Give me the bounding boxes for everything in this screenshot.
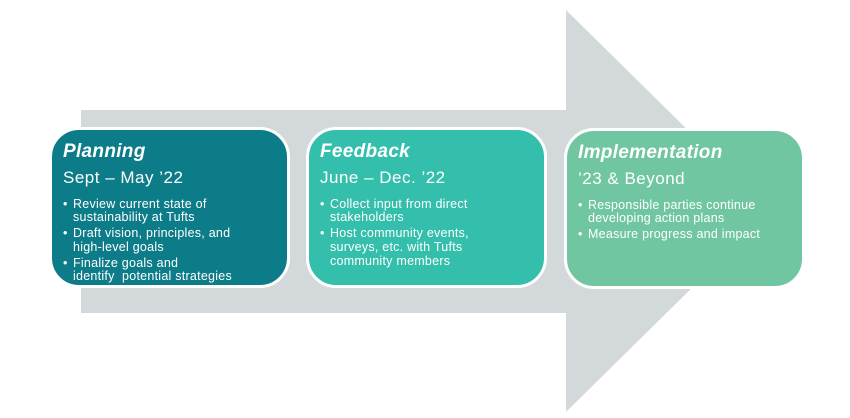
stage-period: ’23 & Beyond <box>578 168 686 188</box>
bullet-item: Responsible parties continue developing … <box>578 198 792 227</box>
stage-card-feedback: Feedback June – Dec. ’22 Collect input f… <box>306 127 547 288</box>
stage-period: Sept – May ’22 <box>63 167 184 187</box>
stage-period: June – Dec. ’22 <box>320 167 446 187</box>
stage-title: Planning <box>63 141 146 162</box>
bullet-item: Review current state of sustainability a… <box>63 197 277 226</box>
stage-bullets: Responsible parties continue developing … <box>578 198 792 242</box>
bullet-item: Draft vision, principles, and high-level… <box>63 226 277 255</box>
stage-title: Implementation <box>578 142 723 163</box>
bullet-item: Host community events, surveys, etc. wit… <box>320 226 534 268</box>
stage-bullets: Review current state of sustainability a… <box>63 197 277 285</box>
bullet-item: Collect input from direct stakeholders <box>320 197 534 226</box>
stage-title: Feedback <box>320 141 411 162</box>
stage-card-implementation: Implementation ’23 & Beyond Responsible … <box>564 128 805 289</box>
bullet-item: Measure progress and impact <box>578 227 792 242</box>
stage-card-planning: Planning Sept – May ’22 Review current s… <box>49 127 290 288</box>
bullet-item: Finalize goals and identify potential st… <box>63 256 277 285</box>
stage-bullets: Collect input from direct stakeholders H… <box>320 197 534 269</box>
